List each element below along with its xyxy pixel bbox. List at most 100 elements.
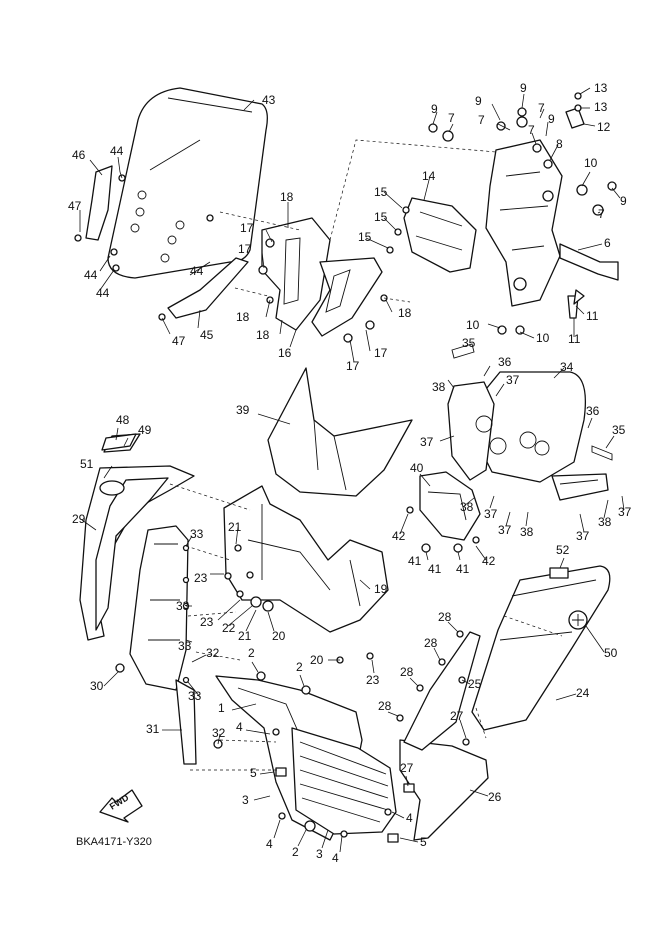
callout-41: 41 xyxy=(428,562,442,576)
callout-10: 10 xyxy=(584,156,598,170)
callout-25: 25 xyxy=(468,677,482,691)
meter-bracket-14 xyxy=(386,197,477,273)
stay-6 xyxy=(485,139,619,307)
callout-5: 5 xyxy=(250,766,257,780)
callout-36: 36 xyxy=(586,404,600,418)
bracket-40 xyxy=(406,471,481,553)
callout-2: 2 xyxy=(296,660,303,674)
callout-4: 4 xyxy=(406,811,413,825)
callout-35: 35 xyxy=(612,423,626,437)
callout-36: 36 xyxy=(498,355,512,369)
callout-9: 9 xyxy=(475,94,482,108)
callout-44: 44 xyxy=(190,264,204,278)
callout-47: 47 xyxy=(172,334,186,348)
callout-7: 7 xyxy=(528,123,535,137)
callout-51: 51 xyxy=(80,457,94,471)
callout-37: 37 xyxy=(576,529,590,543)
callout-leaders xyxy=(79,87,625,853)
callout-37: 37 xyxy=(420,435,434,449)
callout-9: 9 xyxy=(548,112,555,126)
callout-17: 17 xyxy=(238,242,252,256)
callout-27: 27 xyxy=(400,761,414,775)
callout-27: 27 xyxy=(450,709,464,723)
rods-35 xyxy=(451,343,613,461)
callout-16: 16 xyxy=(278,346,292,360)
callout-7: 7 xyxy=(598,207,605,221)
callout-2: 2 xyxy=(292,845,299,859)
callout-9: 9 xyxy=(431,102,438,116)
callout-38: 38 xyxy=(460,500,474,514)
callout-30: 30 xyxy=(90,679,104,693)
callout-1: 1 xyxy=(218,701,225,715)
callout-33: 33 xyxy=(190,527,204,541)
callout-7: 7 xyxy=(538,101,545,115)
callout-9: 9 xyxy=(620,194,627,208)
inner-panel-33 xyxy=(115,525,223,765)
callout-18: 18 xyxy=(256,328,270,342)
bracket-46 xyxy=(85,165,113,241)
stay-16 xyxy=(258,217,388,343)
callout-12: 12 xyxy=(597,120,611,134)
callout-20: 20 xyxy=(272,629,286,643)
windshield-fasteners xyxy=(74,171,214,321)
callout-23: 23 xyxy=(194,571,208,585)
callout-32: 32 xyxy=(206,646,220,660)
callout-29: 29 xyxy=(72,512,86,526)
emblem-48-49 xyxy=(101,433,137,451)
callout-42: 42 xyxy=(392,529,406,543)
callout-2: 2 xyxy=(248,646,255,660)
panel-39 xyxy=(267,367,413,497)
callout-21: 21 xyxy=(238,629,252,643)
bracket-45 xyxy=(167,257,249,319)
callout-4: 4 xyxy=(236,720,243,734)
callout-38: 38 xyxy=(520,525,534,539)
meter-assembly-34 xyxy=(447,371,609,501)
callout-8: 8 xyxy=(556,137,563,151)
callout-10: 10 xyxy=(536,331,550,345)
callout-17: 17 xyxy=(374,346,388,360)
callout-28: 28 xyxy=(378,699,392,713)
callout-18: 18 xyxy=(236,310,250,324)
callout-48: 48 xyxy=(116,413,130,427)
callout-44: 44 xyxy=(110,144,124,158)
callout-11: 11 xyxy=(586,309,599,323)
callout-39: 39 xyxy=(236,403,250,417)
callout-23: 23 xyxy=(366,673,380,687)
callout-42: 42 xyxy=(482,554,496,568)
callout-38: 38 xyxy=(598,515,612,529)
callout-37: 37 xyxy=(618,505,632,519)
callout-32: 32 xyxy=(212,726,226,740)
callout-35: 35 xyxy=(462,336,476,350)
callout-22: 22 xyxy=(222,621,236,635)
callout-28: 28 xyxy=(424,636,438,650)
callout-labels: 43 46 44 47 44 44 44 45 47 18 17 17 18 1… xyxy=(68,81,632,865)
callout-50: 50 xyxy=(604,646,618,660)
callout-52: 52 xyxy=(556,543,570,557)
callout-6: 6 xyxy=(604,236,611,250)
callout-18: 18 xyxy=(280,190,294,204)
callout-15: 15 xyxy=(358,230,372,244)
callout-17: 17 xyxy=(346,359,360,373)
callout-41: 41 xyxy=(408,554,422,568)
callout-7: 7 xyxy=(448,111,455,125)
stay-12-13 xyxy=(565,92,585,129)
callout-15: 15 xyxy=(374,210,388,224)
callout-18: 18 xyxy=(398,306,412,320)
callout-28: 28 xyxy=(438,610,452,624)
callout-5: 5 xyxy=(420,835,427,849)
callout-20: 20 xyxy=(310,653,324,667)
callout-3: 3 xyxy=(316,847,323,861)
fasteners-top-right xyxy=(428,107,617,335)
callout-4: 4 xyxy=(266,837,273,851)
callout-19: 19 xyxy=(374,582,388,596)
callout-23: 23 xyxy=(200,615,214,629)
callout-11: 11 xyxy=(568,332,581,346)
side-panel-26 xyxy=(396,630,489,841)
callout-33: 33 xyxy=(188,689,202,703)
callout-37: 37 xyxy=(498,523,512,537)
callout-17: 17 xyxy=(240,221,254,235)
callout-43: 43 xyxy=(262,93,276,107)
callout-24: 24 xyxy=(576,686,590,700)
callout-13: 13 xyxy=(594,81,608,95)
